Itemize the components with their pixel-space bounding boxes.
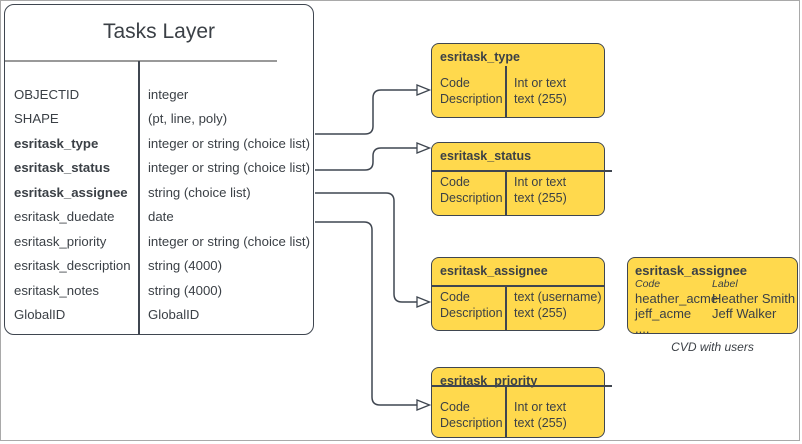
description-label: Description <box>440 306 503 320</box>
description-label: Description <box>440 416 503 430</box>
table-row: esritask_duedate date <box>5 205 313 230</box>
cvd-rows: heather_acme Heather Smith jeff_acme Jef… <box>635 291 797 334</box>
description-label: Description <box>440 191 503 205</box>
field-name: esritask_priority <box>14 233 107 249</box>
column-divider <box>505 170 507 215</box>
domain-box-title: esritask_priority <box>440 374 538 388</box>
description-type: text (255) <box>514 306 567 320</box>
field-rows: OBJECTID integer SHAPE (pt, line, poly) … <box>5 82 313 327</box>
title-separator <box>431 285 605 287</box>
cvd-label-value: Jeff Walker <box>712 306 777 321</box>
domain-box-title: esritask_type <box>440 50 520 64</box>
code-type: text (username) <box>514 290 602 304</box>
domain-box-assignee: esritask_assignee Code Description text … <box>431 257 605 331</box>
domain-box-title: esritask_assignee <box>440 264 548 278</box>
field-type: GlobalID <box>148 307 200 323</box>
description-type: text (255) <box>514 92 567 106</box>
field-type: string (4000) <box>148 282 223 298</box>
table-row: esritask_assignee string (choice list) <box>5 180 313 205</box>
field-name: esritask_description <box>14 258 131 274</box>
field-type: (pt, line, poly) <box>148 111 228 127</box>
field-type: date <box>148 209 174 225</box>
title-separator <box>431 170 612 172</box>
code-type: Int or text <box>514 400 567 414</box>
cvd-label-value: Heather Smith <box>712 291 796 306</box>
code-type: Int or text <box>514 76 567 90</box>
cvd-code-value: jeff_acme <box>635 306 692 321</box>
cvd-row: jeff_acme Jeff Walker <box>635 306 797 321</box>
code-label: Code <box>440 175 470 189</box>
field-name: esritask_duedate <box>14 209 115 225</box>
title-separator <box>431 385 612 387</box>
cvd-users-box: esritask_assignee Code Label heather_acm… <box>627 257 798 334</box>
table-row: GlobalID GlobalID <box>5 303 313 328</box>
column-divider <box>505 285 507 330</box>
connector-to-type <box>315 84 432 135</box>
code-label: Code <box>440 290 470 304</box>
cvd-code-header: Code <box>635 278 661 290</box>
column-divider <box>505 66 507 117</box>
field-type: integer or string (choice list) <box>148 135 310 151</box>
cvd-code-value: heather_acme <box>635 291 719 306</box>
domain-box-priority: esritask_priority Code Description Int o… <box>431 367 612 438</box>
description-label: Description <box>440 92 503 106</box>
field-type: integer or string (choice list) <box>148 160 310 176</box>
code-type: Int or text <box>514 175 567 189</box>
table-row: esritask_notes string (4000) <box>5 278 313 303</box>
field-name: esritask_notes <box>14 282 100 298</box>
column-divider <box>138 61 140 334</box>
cvd-row: heather_acme Heather Smith <box>635 291 797 306</box>
table-row: esritask_priority integer or string (cho… <box>5 229 313 254</box>
table-row: SHAPE (pt, line, poly) <box>5 107 313 132</box>
cvd-caption: CVD with users <box>671 340 754 354</box>
code-label: Code <box>440 400 470 414</box>
domain-box-type: esritask_type Code Description Int or te… <box>431 43 605 118</box>
table-row: esritask_description string (4000) <box>5 254 313 279</box>
cvd-code-value: .... <box>635 321 650 334</box>
domain-box-title: esritask_status <box>440 149 532 163</box>
tasks-layer-title: Tasks Layer <box>102 19 216 43</box>
cvd-row: .... <box>635 321 797 334</box>
code-label: Code <box>440 76 470 90</box>
field-name: OBJECTID <box>14 86 80 102</box>
connector-to-assignee <box>315 192 432 308</box>
connector-to-priority <box>315 221 432 411</box>
domain-box-status: esritask_status Code Description Int or … <box>431 142 612 216</box>
cvd-label-header: Label <box>712 278 738 290</box>
field-type: string (choice list) <box>148 184 251 200</box>
table-row: OBJECTID integer <box>5 82 313 107</box>
connector-to-status <box>315 142 432 171</box>
description-type: text (255) <box>514 191 567 205</box>
title-separator <box>5 60 277 62</box>
field-type: integer or string (choice list) <box>148 233 310 249</box>
tasks-layer-table: Tasks Layer OBJECTID integer SHAPE (pt, … <box>4 4 314 335</box>
field-name: GlobalID <box>14 307 66 323</box>
field-type: string (4000) <box>148 258 223 274</box>
field-name: esritask_assignee <box>14 184 128 200</box>
table-row: esritask_status integer or string (choic… <box>5 156 313 181</box>
field-name: esritask_status <box>14 160 111 176</box>
field-name: SHAPE <box>14 111 59 127</box>
cvd-box-title: esritask_assignee <box>635 263 748 278</box>
description-type: text (255) <box>514 416 567 430</box>
column-divider <box>505 385 507 437</box>
table-row: esritask_type integer or string (choice … <box>5 131 313 156</box>
field-type: integer <box>148 86 189 102</box>
field-name: esritask_type <box>14 135 99 151</box>
cvd-column-headers: Code Label <box>635 278 797 291</box>
